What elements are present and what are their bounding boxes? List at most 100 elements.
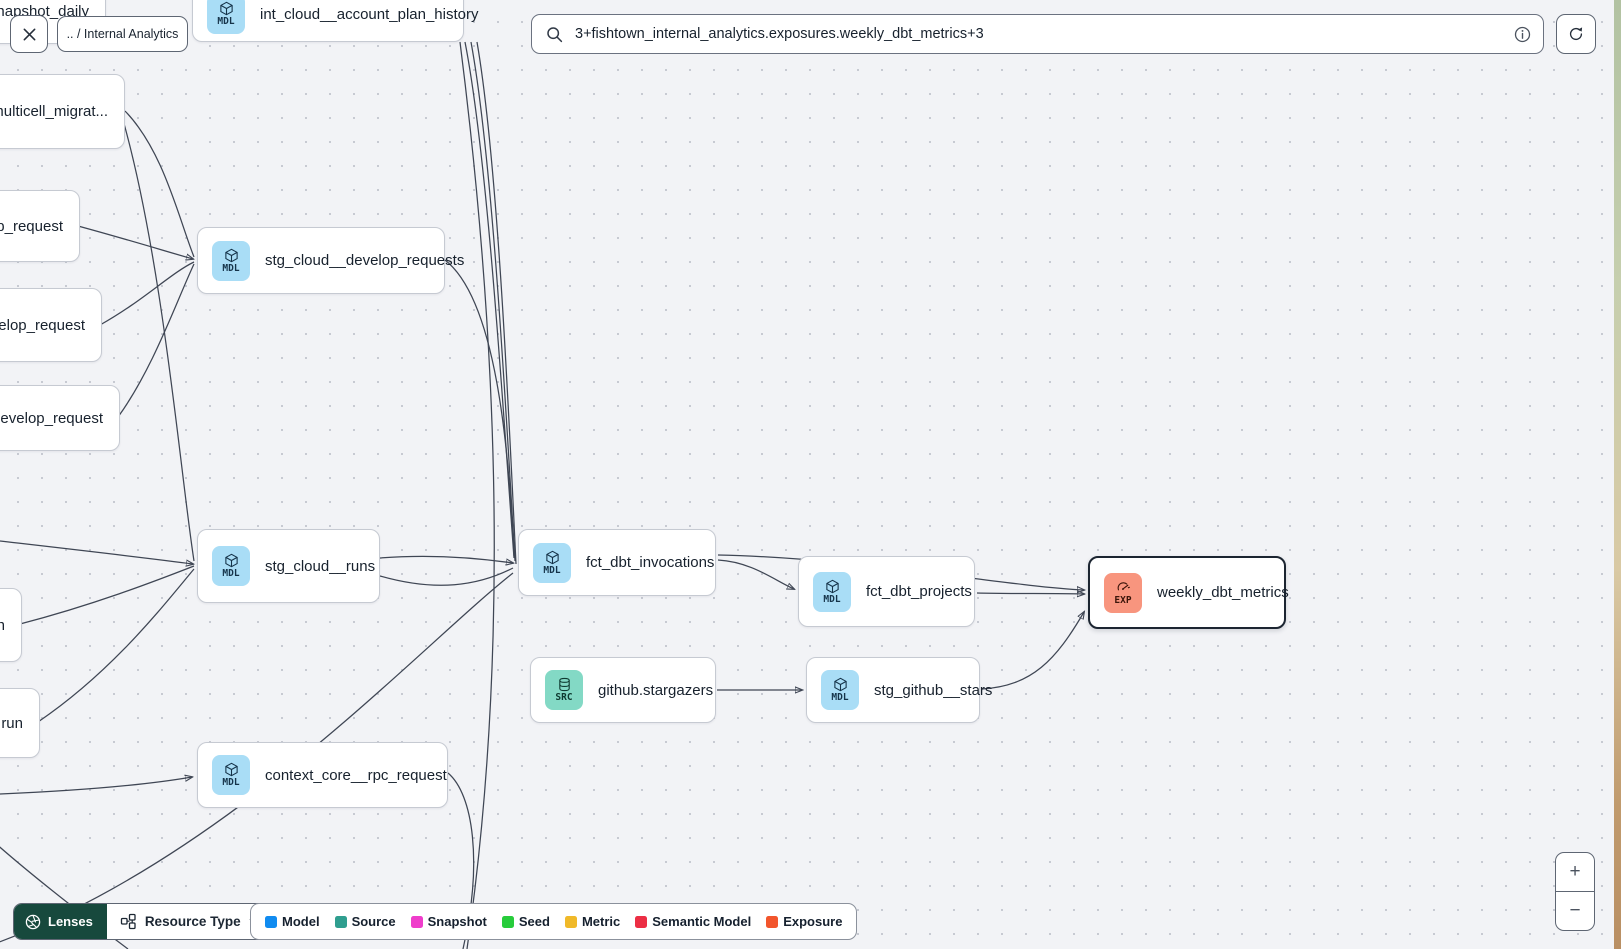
node-label: n	[0, 616, 5, 634]
edge	[717, 559, 794, 589]
model-badge: MDL	[533, 542, 571, 583]
legend-swatch	[766, 915, 779, 928]
edge	[981, 612, 1084, 690]
graph-node-weekly-dbt-metrics[interactable]: EXP weekly_dbt_metrics	[1088, 556, 1289, 629]
search-input[interactable]	[573, 25, 1504, 43]
graph-node-int-cloud-account-plan-history[interactable]: MDL int_cloud__account_plan_history	[192, 0, 479, 42]
search-bar[interactable]	[531, 14, 1544, 54]
model-badge: MDL	[212, 755, 250, 795]
model-badge: MDL	[207, 0, 245, 34]
edge	[459, 41, 495, 949]
node-label: stg_cloud__develop_requests	[265, 252, 465, 269]
legend-item-snapshot: Snapshot	[410, 914, 487, 929]
edge	[99, 261, 195, 326]
desktop-edge-strip	[1614, 0, 1621, 949]
edge	[122, 119, 195, 562]
edge	[0, 777, 192, 795]
edge	[464, 41, 515, 559]
breadcrumb-label: .. / Internal Analytics	[66, 27, 179, 41]
resource-type-label: Resource Type	[144, 914, 241, 929]
node-label: github.stargazers	[598, 681, 714, 699]
edge	[976, 593, 1084, 594]
exposure-badge: EXP	[1104, 572, 1142, 613]
model-badge: MDL	[212, 546, 250, 586]
graph-node-velop-request[interactable]: velop_request	[0, 288, 102, 362]
lenses-pill: Lenses Resource Type	[13, 903, 275, 940]
close-icon	[22, 27, 37, 42]
node-label: op_request	[0, 217, 63, 235]
legend-label: Seed	[518, 914, 550, 929]
node-label: weekly_dbt_metrics	[1157, 584, 1289, 601]
graph-node-github-stargazers[interactable]: SRC github.stargazers	[530, 657, 716, 723]
legend-item-exposure: Exposure	[766, 914, 842, 929]
edge	[124, 110, 195, 258]
legend-item-semantic-model: Semantic Model	[635, 914, 751, 929]
edge	[470, 41, 516, 562]
legend-swatch	[501, 915, 514, 928]
lens-aperture-icon	[25, 914, 41, 930]
graph-node-fct-dbt-invocations[interactable]: MDL fct_dbt_invocations	[518, 529, 716, 596]
graph-node-stg-cloud-develop-requests[interactable]: MDL stg_cloud__develop_requests	[197, 227, 464, 294]
graph-node-develop-request[interactable]: develop_request	[0, 385, 120, 451]
legend-label: Exposure	[783, 914, 843, 929]
source-badge: SRC	[545, 670, 583, 710]
legend-swatch	[564, 915, 577, 928]
legend-label: Metric	[581, 914, 621, 929]
info-icon[interactable]	[1514, 26, 1531, 43]
legend-swatch	[265, 915, 277, 928]
legend-item-metric: Metric	[564, 914, 621, 929]
legend-swatch	[334, 915, 347, 928]
legend-label: Snapshot	[427, 914, 487, 929]
refresh-button[interactable]	[1556, 14, 1596, 54]
legend-label: Semantic Model	[652, 914, 752, 929]
legend-label: Source	[351, 914, 396, 929]
zoom-out-button[interactable]: −	[1569, 900, 1581, 921]
node-label: velop_request	[0, 316, 85, 334]
node-label: run	[1, 714, 23, 732]
legend-label: Model	[282, 914, 320, 929]
graph-node-stg-cloud-runs[interactable]: MDL stg_cloud__runs	[197, 529, 380, 603]
legend-item-model: Model	[265, 914, 320, 929]
edge	[379, 567, 514, 586]
model-badge: MDL	[212, 240, 250, 281]
legend-item-seed: Seed	[501, 914, 550, 929]
graph-node-op-request[interactable]: op_request	[0, 190, 80, 262]
legend-swatch	[635, 915, 648, 928]
edge	[379, 555, 513, 563]
edge	[19, 565, 195, 625]
zoom-in-button[interactable]: +	[1556, 853, 1594, 892]
lenses-label: Lenses	[48, 914, 93, 929]
resource-type-dropdown[interactable]: Resource Type	[106, 904, 274, 939]
graph-node-multicell-migrat-[interactable]: multicell_migrat...	[0, 74, 125, 149]
node-label: int_cloud__account_plan_history	[260, 5, 479, 23]
model-badge: MDL	[813, 571, 851, 612]
breadcrumb[interactable]: .. / Internal Analytics	[57, 16, 188, 52]
search-icon	[546, 26, 563, 43]
model-badge: MDL	[821, 670, 859, 710]
graph-node-n[interactable]: n	[0, 588, 22, 662]
graph-node-stg-github-stars[interactable]: MDL stg_github__stars	[806, 657, 992, 723]
close-button[interactable]	[10, 15, 48, 53]
node-label: fct_dbt_invocations	[586, 554, 715, 571]
edge	[476, 41, 517, 565]
node-label: stg_cloud__runs	[265, 557, 376, 575]
edge	[37, 568, 195, 723]
edge	[117, 263, 195, 418]
legend-item-source: Source	[334, 914, 396, 929]
graph-node-fct-dbt-projects[interactable]: MDL fct_dbt_projects	[798, 556, 975, 627]
edge	[0, 540, 193, 564]
node-label: develop_request	[0, 409, 103, 427]
node-label: stg_github__stars	[874, 681, 993, 699]
graph-node-run[interactable]: run	[0, 688, 40, 758]
lenses-button[interactable]: Lenses	[14, 904, 107, 939]
node-label: multicell_migrat...	[0, 103, 108, 120]
node-label: fct_dbt_projects	[866, 583, 972, 600]
edge	[77, 225, 193, 259]
resource-type-legend: Model Source Snapshot Seed Metric Semantic Mo…	[250, 903, 858, 940]
resource-type-icon	[120, 913, 137, 930]
refresh-icon	[1567, 25, 1585, 43]
zoom-controls: + −	[1555, 852, 1595, 931]
legend-swatch	[410, 915, 423, 928]
